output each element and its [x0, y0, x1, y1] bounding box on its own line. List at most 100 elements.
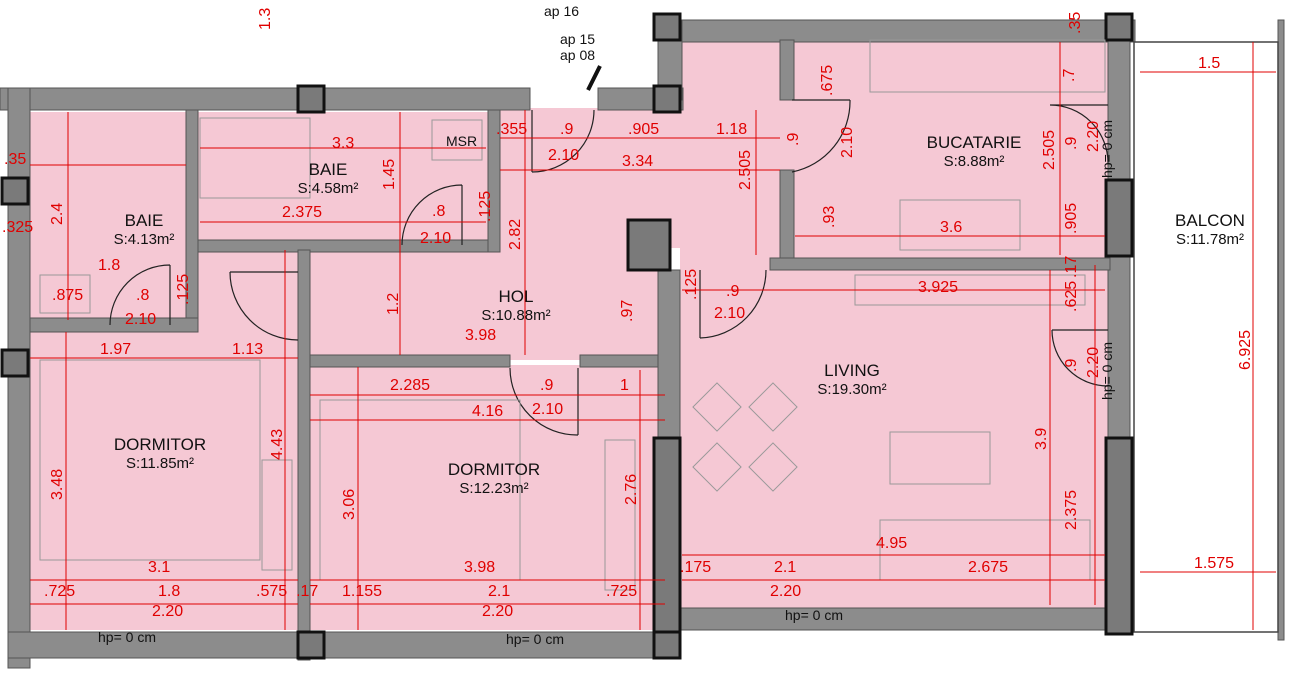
wall-dorm2-top: [309, 354, 511, 368]
column-8: [1104, 178, 1134, 258]
wall-kitchen-left-b: [779, 169, 795, 266]
dim-125-b: .125: [477, 191, 494, 222]
wall-bottom-left: [7, 631, 679, 659]
label-hp-1: hp= 0 cm: [1099, 120, 1115, 178]
dim-2-675: 2.675: [968, 559, 1008, 576]
room-name-dormitor-1: DORMITOR: [114, 435, 206, 454]
notes: ap 16 ap 15 ap 08 MSR hp= 0 cm hp= 0 cm …: [98, 3, 1115, 647]
dim-93: .93: [821, 206, 838, 228]
dim-2-1-a: 2.1: [488, 583, 510, 600]
wall-kitchen-left: [779, 39, 795, 101]
column-11: [296, 630, 326, 660]
dim-2-285: 2.285: [390, 377, 430, 394]
dim-2-10-c: 2.10: [548, 147, 579, 164]
wall-kitchen-bottom: [769, 257, 1111, 271]
toilet-1: [39, 274, 91, 314]
dim-35-a: .35: [4, 151, 26, 168]
kitchen-counter: [869, 39, 1106, 93]
label-msr: MSR: [446, 133, 477, 149]
door-balcon-2: [1051, 329, 1109, 387]
washing-machine: [431, 119, 483, 161]
doors: [109, 99, 1109, 436]
room-name-hol: HOL: [499, 287, 534, 306]
bed-1: [39, 359, 261, 561]
room-fill-dormitor-2: [310, 365, 670, 630]
column-5: [626, 218, 672, 272]
entrance-arrow: [586, 65, 602, 91]
room-area-living: S:19.30m²: [817, 381, 886, 398]
dim-1-2: 1.2: [385, 293, 402, 315]
column-10: [1104, 436, 1134, 636]
dim-125-a: .125: [175, 274, 192, 305]
dim-2-1-b: 2.1: [774, 559, 796, 576]
room-area-balcon: S:11.78m²: [1176, 231, 1244, 248]
room-area-dormitor-2: S:12.23m²: [459, 480, 528, 497]
dim-3-34: 3.34: [622, 153, 653, 170]
dim-2-10-b: 2.10: [420, 230, 451, 247]
dim-3-1: 3.1: [148, 559, 170, 576]
dim-3-925: 3.925: [918, 279, 958, 296]
dim-1-3: 1.3: [257, 8, 274, 30]
room-fill-living: [680, 265, 1110, 610]
dim-1-5: 1.5: [1198, 55, 1220, 72]
wardrobe-1: [261, 459, 293, 571]
door-baie-2: [401, 184, 463, 246]
room-labels: BAIE S:4.13m² BAIE S:4.58m² BUCATARIE S:…: [114, 133, 1245, 497]
room-fill-bucatarie: [680, 40, 1110, 265]
dim-3-98-b: 3.98: [464, 559, 495, 576]
room-fill-baie-1: [30, 112, 190, 322]
label-hp-2: hp= 0 cm: [1099, 342, 1115, 400]
bathtub: [199, 117, 311, 199]
dim-2-505-a: 2.505: [737, 150, 754, 190]
dim-4-43: 4.43: [269, 429, 286, 460]
dim-575: .575: [256, 583, 287, 600]
wall-top-right: [659, 19, 1136, 43]
dining-chair-4: [748, 442, 798, 492]
dim-4-95: 4.95: [876, 535, 907, 552]
room-name-bucatarie: BUCATARIE: [927, 133, 1022, 152]
label-ap-16: ap 16: [544, 3, 579, 19]
room-area-dormitor-1: S:11.85m²: [126, 455, 194, 472]
room-area-hol: S:10.88m²: [481, 307, 550, 324]
dim-2-20-b: 2.20: [1085, 347, 1102, 378]
dim-2-20-e: 2.20: [770, 583, 801, 600]
column-3: [652, 12, 682, 42]
dim-9-e: .9: [1063, 359, 1080, 372]
dim-2-10-f: 2.10: [532, 401, 563, 418]
dim-6-925: 6.925: [1237, 330, 1254, 370]
dim-8-a: .8: [136, 287, 149, 304]
wall-dorm2-top-b: [579, 354, 671, 368]
dim-875: .875: [52, 287, 83, 304]
label-hp-5: hp= 0 cm: [506, 631, 564, 647]
label-ap-15: ap 15: [560, 31, 595, 47]
dim-2-375-b: 2.375: [1063, 490, 1080, 530]
dim-9-b: .9: [785, 133, 802, 146]
dim-3-48: 3.48: [49, 469, 66, 500]
wall-bottom-right: [659, 607, 1131, 631]
balcony-area: [1133, 41, 1279, 633]
dim-1-97: 1.97: [100, 341, 131, 358]
dim-3-98-a: 3.98: [465, 327, 496, 344]
wall-top-left: [0, 87, 531, 111]
coffee-table: [889, 431, 991, 485]
dim-97: .97: [619, 300, 636, 322]
door-dormitor-2: [509, 367, 579, 436]
column-1: [296, 84, 326, 114]
dim-9-f: .9: [540, 377, 553, 394]
dim-125-c: .125: [683, 269, 700, 300]
dim-1-45: 1.45: [381, 159, 398, 190]
dim-2-10-a: 2.10: [125, 311, 156, 328]
dim-8-b: .8: [432, 203, 445, 220]
dining-chair-3: [692, 442, 742, 492]
door-living: [699, 269, 767, 339]
dim-725-b: .725: [606, 583, 637, 600]
wardrobe-2: [604, 439, 636, 591]
dim-17: .17: [1063, 256, 1080, 278]
dim-2-375: 2.375: [282, 204, 322, 221]
dim-3-6: 3.6: [940, 219, 962, 236]
label-hp-4: hp= 0 cm: [98, 629, 156, 645]
room-name-baie-2: BAIE: [309, 160, 348, 179]
room-name-baie-1: BAIE: [125, 211, 164, 230]
label-hp-3: hp= 0 cm: [785, 607, 843, 623]
